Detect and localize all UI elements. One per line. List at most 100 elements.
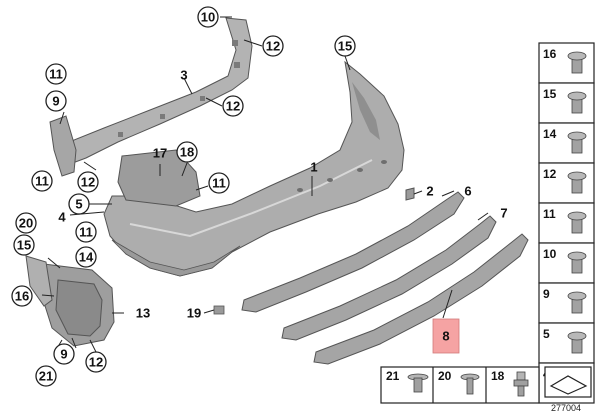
diagram-reference-icon [544, 366, 592, 398]
svg-text:9: 9 [52, 94, 59, 109]
callout-9-lower[interactable]: 9 [53, 343, 75, 365]
side-panel-cell-11: 11 [538, 202, 595, 244]
callout-11-left[interactable]: 11 [31, 170, 53, 192]
svg-text:14: 14 [79, 250, 94, 265]
svg-text:21: 21 [39, 369, 53, 384]
callout-12-mid[interactable]: 12 [222, 95, 244, 117]
fastener-panel-side: 161514121110954 [538, 42, 595, 404]
side-panel-label-15: 15 [543, 87, 557, 101]
diagram-id: 277004 [551, 403, 581, 413]
reflector-part [405, 187, 415, 201]
trim-strip-8 [313, 233, 529, 365]
leader-lines [41, 16, 489, 353]
bumper-highlight-line [129, 159, 373, 238]
plastic-nut-icon [567, 331, 587, 354]
side-panel-cell-16: 16 [538, 42, 595, 84]
side-panel-label-14: 14 [543, 127, 557, 141]
trim-strip-6 [241, 191, 465, 313]
callout-9-upper[interactable]: 9 [45, 90, 67, 112]
label-19: 19 [187, 306, 201, 321]
svg-text:12: 12 [266, 39, 280, 54]
label-6: 6 [464, 184, 471, 199]
clip-19-part [213, 305, 225, 315]
side-panel-label-10: 10 [543, 247, 557, 261]
stud-nut-icon [513, 371, 529, 397]
callout-10-top[interactable]: 10 [197, 6, 219, 28]
label-3: 3 [180, 68, 187, 83]
callout-15-top[interactable]: 15 [334, 35, 356, 57]
svg-text:12: 12 [81, 175, 95, 190]
bumper-inner-shade [352, 82, 380, 140]
body-nut-icon [567, 251, 587, 274]
screw-clip-icon [567, 51, 587, 74]
side-panel-cell-14: 14 [538, 122, 595, 164]
callout-20-left[interactable]: 20 [15, 212, 37, 234]
callout-15-left[interactable]: 15 [13, 234, 35, 256]
screw-icon [460, 373, 480, 395]
callout-11-upper-left[interactable]: 11 [45, 63, 67, 85]
callout-11-mid[interactable]: 11 [208, 172, 230, 194]
park-sensor-hole-3 [357, 168, 363, 172]
svg-text:5: 5 [75, 197, 82, 212]
svg-text:11: 11 [212, 176, 226, 191]
expanding-rivet-icon [567, 91, 587, 114]
svg-text:11: 11 [35, 174, 49, 189]
expanding-nut-icon [567, 211, 587, 234]
callout-5-left[interactable]: 5 [68, 193, 90, 215]
callout-12-left[interactable]: 12 [77, 171, 99, 193]
svg-text:18: 18 [180, 145, 194, 160]
bottom-panel-18: 18 [491, 369, 505, 383]
side-panel-label-16: 16 [543, 47, 557, 61]
bottom-panel-21: 21 [386, 369, 400, 383]
bumper-carrier [63, 17, 253, 165]
callout-11-lower-left[interactable]: 11 [75, 221, 97, 243]
callout-12-lower[interactable]: 12 [85, 351, 107, 373]
label-13: 13 [136, 306, 150, 321]
side-panel-label-9: 9 [543, 287, 550, 301]
side-panel-cell-10: 10 [538, 242, 595, 284]
side-panel-label-11: 11 [543, 207, 556, 221]
side-panel-label-12: 12 [543, 167, 557, 181]
callout-21-lower[interactable]: 21 [35, 365, 57, 387]
label-1: 1 [310, 160, 317, 175]
bumper-lower-edge [111, 239, 241, 277]
park-sensor-hole-4 [381, 160, 387, 164]
fastener-panel-bottom: 21 20 18 [380, 366, 540, 404]
side-panel-cell-15: 15 [538, 82, 595, 124]
callout-8-highlighted[interactable]: 8 [432, 318, 460, 354]
side-strip [25, 255, 53, 307]
callout-16-left[interactable]: 16 [11, 285, 33, 307]
svg-text:11: 11 [49, 67, 63, 82]
callout-18-mid[interactable]: 18 [176, 141, 198, 163]
bottom-panel-20: 20 [438, 369, 452, 383]
spring-nut-icon [567, 131, 587, 154]
label-17: 17 [153, 146, 167, 161]
bracket-left-upper [49, 115, 77, 177]
label-2: 2 [426, 184, 433, 199]
svg-text:12: 12 [226, 99, 240, 114]
callout-12-top[interactable]: 12 [262, 35, 284, 57]
svg-text:15: 15 [338, 39, 352, 54]
side-panel-cell-5: 5 [538, 322, 595, 364]
side-panel-cell-12: 12 [538, 162, 595, 204]
svg-text:20: 20 [19, 216, 33, 231]
svg-text:16: 16 [15, 289, 29, 304]
label-7: 7 [500, 206, 507, 221]
push-rivet-icon [407, 373, 429, 393]
side-panel-cell-9: 9 [538, 282, 595, 324]
park-sensor-hole-2 [327, 178, 333, 182]
svg-text:10: 10 [201, 10, 215, 25]
side-bracket-frame [55, 279, 103, 337]
clip-nut-icon [567, 171, 587, 194]
svg-text:11: 11 [79, 225, 93, 240]
svg-text:9: 9 [60, 347, 67, 362]
trim-strip-7 [281, 215, 497, 341]
park-sensor-hole-1 [297, 188, 303, 192]
svg-text:8: 8 [442, 329, 449, 344]
callout-14-left[interactable]: 14 [75, 246, 97, 268]
label-4: 4 [58, 210, 66, 225]
spring-clip-icon [567, 291, 587, 314]
svg-text:15: 15 [17, 238, 31, 253]
